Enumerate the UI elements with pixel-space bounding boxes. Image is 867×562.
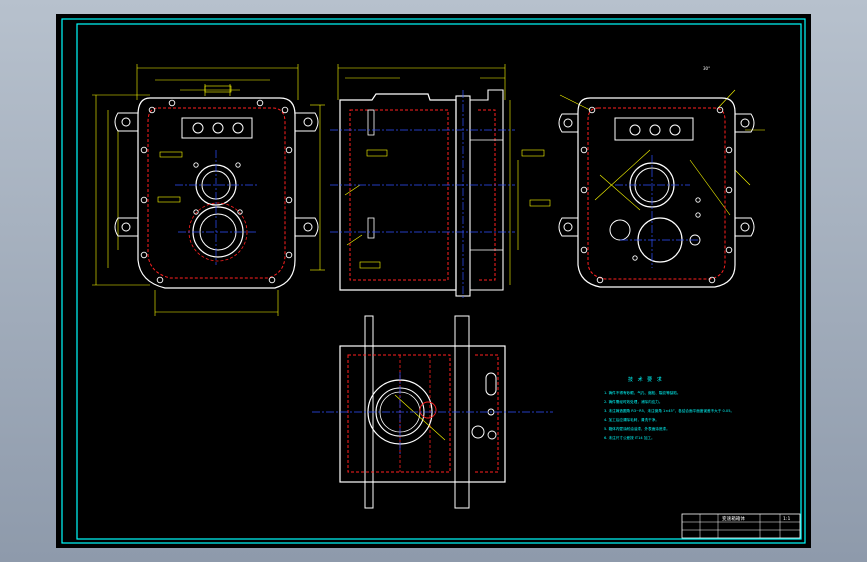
note-6: 6. 未注尺寸公差按 IT14 加工。 [604, 435, 655, 440]
title-block-name: 变速箱箱体 [722, 515, 745, 522]
note-4: 4. 加工后应清除毛刺，清洗干净。 [604, 417, 659, 422]
note-3: 3. 未注铸造圆角 R3~R5，未注倒角 1×45°，各结合面平面度误差不大于 … [604, 408, 734, 413]
sheet-background [56, 14, 811, 548]
outer-frame [61, 18, 806, 544]
note-2: 2. 铸件需经时效处理，消除内应力。 [604, 399, 662, 404]
inner-frame [76, 23, 802, 540]
technical-notes: 技 术 要 求 1. 铸件不得有砂眼、气孔、缩松、裂纹等缺陷。 2. 铸件需经时… [604, 376, 734, 440]
note-1: 1. 铸件不得有砂眼、气孔、缩松、裂纹等缺陷。 [604, 390, 680, 395]
front-view [92, 64, 325, 316]
side-view [330, 64, 551, 300]
title-block-scale: 1:1 [783, 516, 790, 522]
rear-view: 30° [558, 66, 765, 288]
notes-title: 技 术 要 求 [628, 376, 663, 383]
title-block: 变速箱箱体 1:1 [681, 513, 801, 539]
note-5: 5. 箱体内壁涂耐油油漆，外表面涂底漆。 [604, 426, 670, 431]
angle-label: 30° [703, 66, 710, 71]
top-view [312, 315, 553, 509]
